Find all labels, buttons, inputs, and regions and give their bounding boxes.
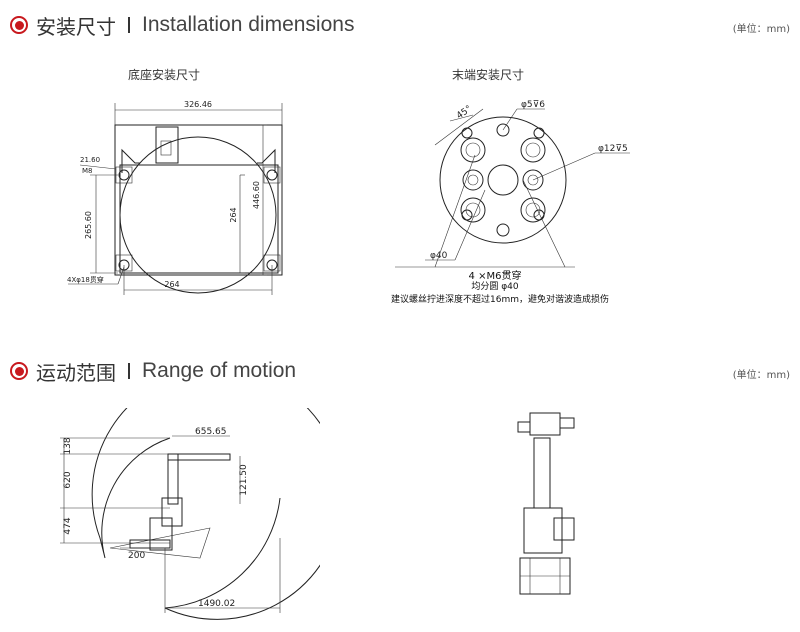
dim-620: 620 bbox=[63, 471, 73, 488]
end-note-line3: 建议螺丝拧进深度不超过16mm，避免对谐波造成损伤 bbox=[391, 295, 609, 305]
dim-655-65: 655.65 bbox=[195, 427, 227, 437]
section-title-cn: 运动范围 bbox=[36, 360, 116, 385]
dim-446-60: 446.60 bbox=[252, 181, 261, 209]
dim-21-60: 21.60 bbox=[80, 156, 100, 164]
bullet-icon bbox=[10, 362, 28, 380]
base-mount-title: 底座安装尺寸 bbox=[128, 68, 201, 82]
base-mount-drawing: 326.46 21.60 M8 265.60 264 446.60 264 4X… bbox=[67, 100, 283, 295]
unit-label: (单位：mm) bbox=[732, 24, 790, 35]
title-divider bbox=[128, 363, 130, 379]
section-title-en: Installation dimensions bbox=[142, 13, 355, 36]
dim-1490-02: 1490.02 bbox=[198, 599, 235, 609]
dim-326-46: 326.46 bbox=[184, 100, 212, 109]
unit-label: (单位：mm) bbox=[732, 370, 790, 381]
range-of-motion-drawing: 138 620 474 655.65 121.50 200 1490.02 bbox=[60, 408, 320, 620]
dim-45-deg: 45° bbox=[455, 104, 474, 121]
section-header-installation: 安装尺寸 Installation dimensions bbox=[10, 10, 354, 40]
dim-264-v: 264 bbox=[229, 207, 238, 222]
section-title-en: Range of motion bbox=[142, 359, 297, 382]
section-header-motion: 运动范围 Range of motion bbox=[10, 356, 296, 386]
dim-121-50: 121.50 bbox=[239, 464, 249, 496]
end-mount-drawing: 45° φ5⊽6 φ12⊽5 φ40 bbox=[395, 100, 630, 268]
dim-264-h: 264 bbox=[164, 280, 179, 289]
dim-m8: M8 bbox=[82, 167, 93, 175]
dim-265-60: 265.60 bbox=[84, 211, 93, 239]
title-divider bbox=[128, 17, 130, 33]
end-note-line2: 均分圆 φ40 bbox=[471, 282, 519, 292]
dim-holes: 4Xφ18贯穿 bbox=[67, 275, 104, 284]
dim-phi12: φ12⊽5 bbox=[598, 144, 628, 154]
section-title-cn: 安装尺寸 bbox=[36, 14, 116, 39]
end-note-line1: 4 ×M6贯穿 bbox=[468, 271, 522, 282]
bullet-icon bbox=[10, 16, 28, 34]
end-mount-title: 末端安装尺寸 bbox=[452, 68, 525, 82]
dim-474: 474 bbox=[63, 517, 73, 534]
dim-200: 200 bbox=[128, 551, 145, 561]
dim-phi5: φ5⊽6 bbox=[521, 100, 545, 110]
robot-side-view bbox=[517, 412, 575, 595]
dim-138: 138 bbox=[63, 437, 73, 454]
